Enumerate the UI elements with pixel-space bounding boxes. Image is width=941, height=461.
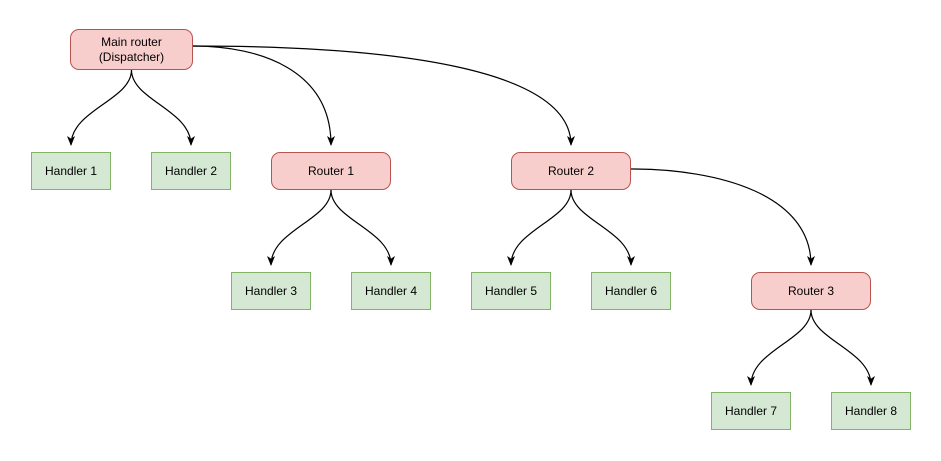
edge-e-main-h2 [130, 69, 195, 146]
edge-e-r2-h5 [507, 189, 572, 266]
edge-e-r3-h8 [810, 309, 875, 386]
node-router-3[interactable]: Router 3 [751, 272, 871, 310]
edge-e-main-r2 [192, 45, 575, 146]
node-handler-2[interactable]: Handler 2 [151, 152, 231, 190]
node-label-handler-1: Handler 1 [44, 163, 98, 178]
edge-e-main-r1 [192, 45, 335, 146]
node-label-handler-3: Handler 3 [244, 283, 298, 298]
edge-e-main-h1 [67, 69, 133, 146]
edge-paths [67, 45, 875, 386]
node-label-handler-2: Handler 2 [164, 163, 218, 178]
edge-e-r1-h3 [267, 189, 332, 266]
edge-e-r2-r3 [630, 168, 815, 266]
node-label-router-1: Router 1 [307, 163, 355, 178]
node-handler-8[interactable]: Handler 8 [831, 392, 911, 430]
node-router-1[interactable]: Router 1 [271, 152, 391, 190]
edge-e-r1-h4 [330, 189, 395, 266]
node-handler-5[interactable]: Handler 5 [471, 272, 551, 310]
node-label-handler-8: Handler 8 [844, 403, 898, 418]
node-handler-1[interactable]: Handler 1 [31, 152, 111, 190]
node-label-main-router: Main router (Dispatcher) [98, 34, 165, 64]
node-label-router-2: Router 2 [547, 163, 595, 178]
node-main-router[interactable]: Main router (Dispatcher) [70, 29, 193, 70]
node-handler-4[interactable]: Handler 4 [351, 272, 431, 310]
node-label-handler-5: Handler 5 [484, 283, 538, 298]
node-label-handler-4: Handler 4 [364, 283, 418, 298]
node-label-router-3: Router 3 [787, 283, 835, 298]
node-label-handler-7: Handler 7 [724, 403, 778, 418]
node-handler-7[interactable]: Handler 7 [711, 392, 791, 430]
node-handler-3[interactable]: Handler 3 [231, 272, 311, 310]
node-label-handler-6: Handler 6 [604, 283, 658, 298]
node-handler-6[interactable]: Handler 6 [591, 272, 671, 310]
node-router-2[interactable]: Router 2 [511, 152, 631, 190]
edge-e-r2-h6 [570, 189, 635, 266]
edge-e-r3-h7 [747, 309, 812, 386]
